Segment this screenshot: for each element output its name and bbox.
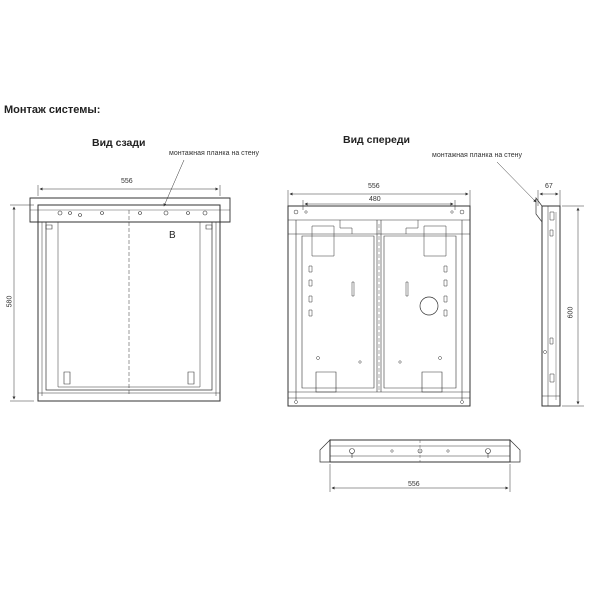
- front-view-title: Вид спереди: [343, 134, 411, 146]
- front-inner-width-dimension: 480: [369, 196, 381, 203]
- bottom-view-drawing: [320, 440, 520, 492]
- rear-view-marker: B: [169, 230, 176, 241]
- rear-mounting-plate-note: монтажная планка на стену: [169, 150, 260, 157]
- bottom-width-dimension: 556: [408, 481, 420, 488]
- rear-width-dimension: 556: [121, 178, 133, 185]
- rear-view-drawing: [10, 160, 230, 401]
- front-outer-width-dimension: 556: [368, 183, 380, 190]
- side-view-drawing: [497, 162, 584, 406]
- side-mounting-plate-note: монтажная планка на стену: [432, 152, 523, 159]
- page-heading: Монтаж системы:: [4, 104, 101, 116]
- side-depth-dimension: 67: [545, 183, 553, 190]
- front-view-drawing: [288, 190, 470, 406]
- rear-view-title: Вид сзади: [92, 137, 146, 149]
